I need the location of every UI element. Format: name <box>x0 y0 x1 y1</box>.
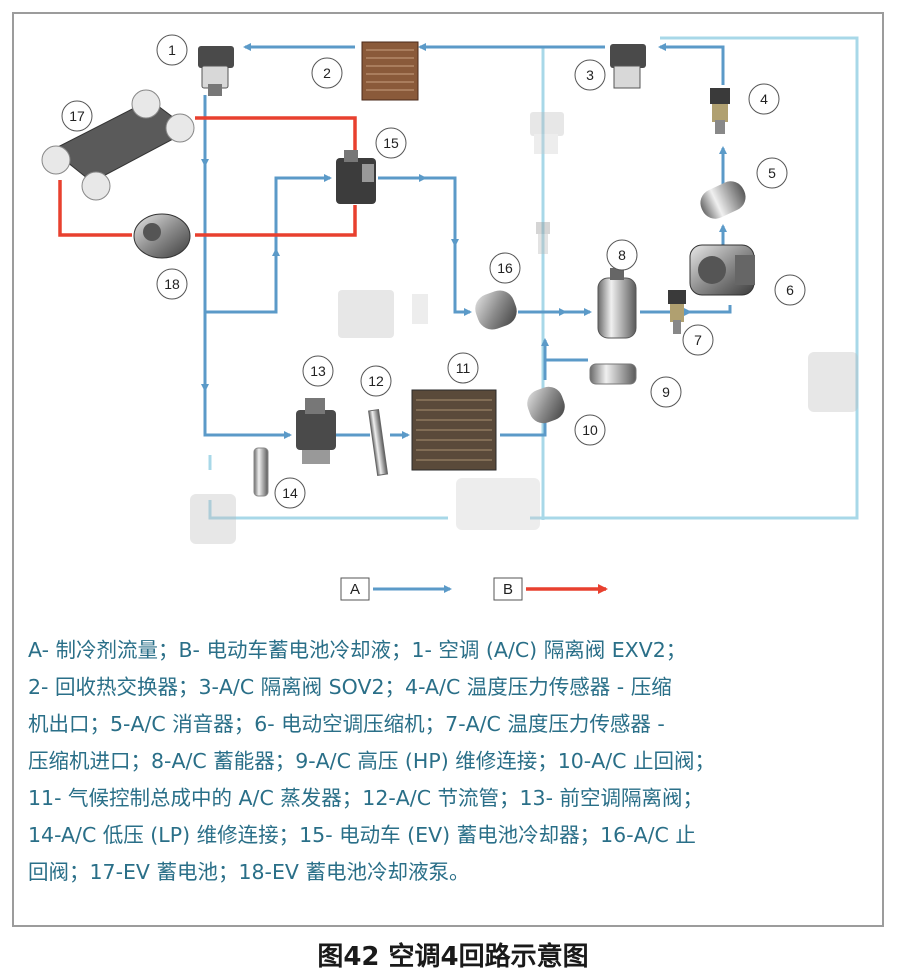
callout-labels: 1 2 3 4 5 6 7 8 9 10 11 12 13 14 15 16 1… <box>61 34 806 509</box>
callout-1: 1 <box>156 34 188 66</box>
callout-number: 5 <box>768 165 776 181</box>
callout-13: 13 <box>302 355 334 387</box>
caption-line: 14-A/C 低压 (LP) 维修连接；15- 电动车 (EV) 蓄电池冷却器；… <box>28 823 696 847</box>
inactive-lines <box>208 36 859 520</box>
component-4-sensor <box>710 88 730 134</box>
callout-8: 8 <box>606 239 638 271</box>
component-12-orifice-tube <box>368 409 389 476</box>
callout-11: 11 <box>447 352 479 384</box>
callout-14: 14 <box>274 477 306 509</box>
callout-number: 15 <box>383 135 399 151</box>
refrigerant-lines <box>201 43 732 439</box>
legend: A B <box>340 577 608 601</box>
legend-a: A <box>340 577 452 601</box>
callout-number: 8 <box>618 247 626 263</box>
component-1-exv2 <box>198 46 234 96</box>
callout-number: 17 <box>69 108 85 124</box>
callout-18: 18 <box>156 268 188 300</box>
inactive-parts-ghost <box>190 290 858 544</box>
callout-4: 4 <box>748 83 780 115</box>
callout-12: 12 <box>360 365 392 397</box>
component-7-sensor <box>668 290 686 334</box>
callout-number: 13 <box>310 363 326 379</box>
caption-line: 机出口；5-A/C 消音器；6- 电动空调压缩机；7-A/C 温度压力传感器 - <box>28 712 665 736</box>
callout-number: 10 <box>582 422 598 438</box>
caption-line: 11- 气候控制总成中的 A/C 蒸发器；12-A/C 节流管；13- 前空调隔… <box>28 786 704 810</box>
callout-number: 11 <box>456 360 471 376</box>
callout-number: 7 <box>694 332 702 348</box>
caption-line: 压缩机进口；8-A/C 蓄能器；9-A/C 高压 (HP) 维修连接；10-A/… <box>28 749 715 773</box>
component-13-front-valve <box>296 398 336 464</box>
callout-6: 6 <box>774 274 806 306</box>
caption-line: A- 制冷剂流量；B- 电动车蓄电池冷却液；1- 空调 (A/C) 隔离阀 EX… <box>28 638 687 662</box>
callout-number: 2 <box>323 65 331 81</box>
component-6-compressor <box>689 244 755 296</box>
coolant-lines <box>58 116 357 237</box>
callout-number: 12 <box>368 373 384 389</box>
callout-number: 18 <box>164 276 180 292</box>
component-10-check-valve <box>527 386 565 424</box>
caption-line: 2- 回收热交换器；3-A/C 隔离阀 SOV2；4-A/C 温度压力传感器 -… <box>28 675 672 699</box>
callout-number: 3 <box>586 67 594 83</box>
callout-16: 16 <box>489 252 521 284</box>
caption-text: A- 制冷剂流量；B- 电动车蓄电池冷却液；1- 空调 (A/C) 隔离阀 EX… <box>28 632 878 891</box>
inactive-sensor-ghost <box>536 222 550 254</box>
callout-number: 6 <box>786 282 794 298</box>
component-8-accumulator <box>597 268 637 339</box>
figure-title: 图42 空调4回路示意图 <box>317 942 589 972</box>
legend-b: B <box>493 577 608 601</box>
caption-line: 回阀；17-EV 蓄电池；18-EV 蓄电池冷却液泵。 <box>28 860 470 884</box>
callout-number: 1 <box>168 42 176 58</box>
circuit-diagram: 1 2 3 4 5 6 7 8 9 10 11 12 13 14 15 16 1… <box>41 34 859 601</box>
callout-17: 17 <box>61 100 93 132</box>
component-15-chiller <box>336 150 376 204</box>
inactive-valve-ghost <box>530 112 564 154</box>
component-16-check-valve <box>475 290 517 330</box>
callout-3: 3 <box>574 59 606 91</box>
callout-15: 15 <box>375 127 407 159</box>
component-3-sov2 <box>610 44 646 89</box>
callout-number: 16 <box>497 260 513 276</box>
callout-7: 7 <box>682 324 714 356</box>
component-5-muffler <box>700 181 746 219</box>
component-17-ev-battery <box>41 89 195 201</box>
callout-5: 5 <box>756 157 788 189</box>
component-2-heat-exchanger <box>361 41 419 101</box>
legend-b-label: B <box>503 581 513 598</box>
legend-a-label: A <box>350 581 360 598</box>
callout-number: 4 <box>760 91 768 107</box>
callout-2: 2 <box>311 57 343 89</box>
callout-number: 14 <box>282 485 298 501</box>
component-18-pump <box>133 213 191 259</box>
callout-10: 10 <box>574 414 606 446</box>
callout-number: 9 <box>662 384 670 400</box>
component-9-hp-service <box>589 363 637 385</box>
component-14-lp-service <box>253 447 269 497</box>
callout-9: 9 <box>650 376 682 408</box>
component-11-evaporator <box>411 389 497 471</box>
